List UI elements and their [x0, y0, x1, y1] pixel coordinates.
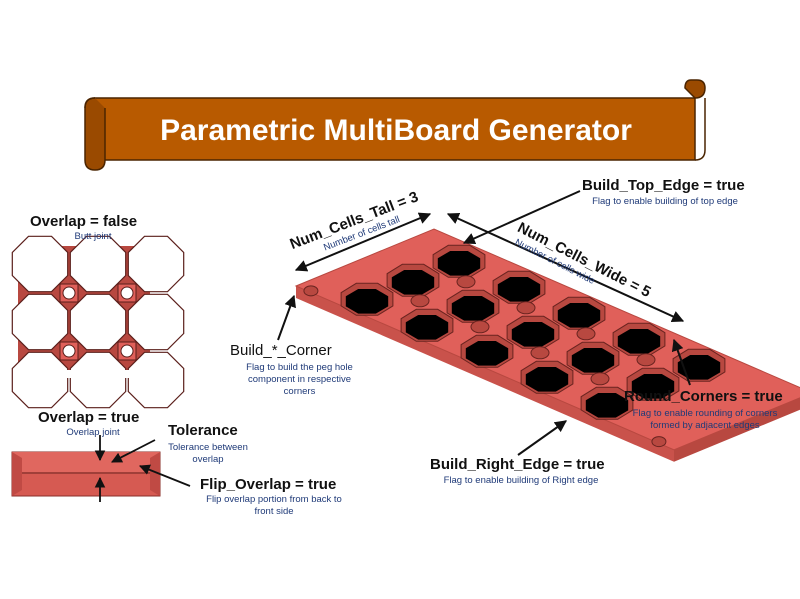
lattice-peg-hole [120, 344, 134, 358]
lattice-peg-hole [62, 286, 76, 300]
board-cell-hole [557, 303, 601, 328]
board-peg-hole [410, 294, 430, 308]
board-cell-hole [345, 289, 389, 314]
lattice-cell [11, 293, 69, 351]
board-cell-hole [451, 296, 495, 321]
round-corners-label: Round_Corners = true [624, 388, 783, 405]
overlap-true-desc: Overlap joint [66, 427, 120, 438]
build-corner-desc: Flag to build the peg hole component in … [246, 362, 353, 397]
lattice-cell [127, 293, 185, 351]
board-left-edge [296, 286, 674, 462]
title-banner [84, 79, 706, 171]
board-cell-hole [437, 251, 481, 276]
build-top-edge-desc: Flag to enable building of top edge [592, 196, 738, 207]
board-cell-hole [391, 270, 435, 295]
board-peg-hole [590, 372, 610, 386]
board-cell-hole [511, 322, 555, 347]
board-peg-hole [516, 301, 536, 315]
board-cell-hole [631, 374, 675, 399]
board-cell-hole [525, 367, 569, 392]
board-cell-hole [571, 348, 615, 373]
lattice-cell [127, 351, 185, 409]
board-peg-hole [576, 327, 596, 341]
build-right-edge-desc: Flag to enable building of Right edge [443, 475, 599, 486]
board-front-edge [674, 397, 800, 462]
board-cell-hole [465, 341, 509, 366]
annotation-arrows [277, 190, 691, 456]
board-corner-peg-hole [651, 436, 667, 448]
lattice-cell [11, 235, 69, 293]
board-cell-hole [405, 315, 449, 340]
build-right-edge-label: Build_Right_Edge = true [430, 456, 605, 473]
lattice-cell [69, 293, 127, 351]
tolerance-label: Tolerance [168, 422, 238, 439]
board-corner-peg-hole [303, 285, 319, 297]
board-cell-hole [585, 393, 629, 418]
round-corners-desc: Flag to enable rounding of corners forme… [632, 408, 778, 431]
build-corner-label: Build_*_Corner [230, 342, 332, 359]
butt-joint-lattice-image [11, 235, 185, 409]
flip-overlap-desc: Flip overlap portion from back to front … [206, 494, 342, 517]
lattice-peg-hole [120, 286, 134, 300]
board-peg-hole [470, 320, 490, 334]
lattice-cell [69, 235, 127, 293]
board-cell-hole [617, 329, 661, 354]
lattice-cell [127, 235, 185, 293]
flip-overlap-label: Flip_Overlap = true [200, 476, 337, 493]
build-top-edge-label: Build_Top_Edge = true [582, 177, 745, 194]
overlap-false-desc: Butt joint [74, 231, 112, 242]
lattice-peg-hole [62, 344, 76, 358]
board-peg-hole [530, 346, 550, 360]
page-title: Parametric MultiBoard Generator [160, 114, 632, 147]
lattice-mask [18, 370, 150, 378]
overlap-false-label: Overlap = false [30, 213, 138, 230]
board-peg-hole [456, 275, 476, 289]
tolerance-desc: Tolerance between overlap [168, 442, 248, 465]
lattice-cell [11, 351, 69, 409]
board-cell-hole [677, 355, 721, 380]
board-cell-hole [497, 277, 541, 302]
board-peg-hole [636, 353, 656, 367]
overlap-true-label: Overlap = true [38, 409, 140, 426]
lattice-cell [69, 351, 127, 409]
overlap-joint-image [11, 435, 191, 502]
